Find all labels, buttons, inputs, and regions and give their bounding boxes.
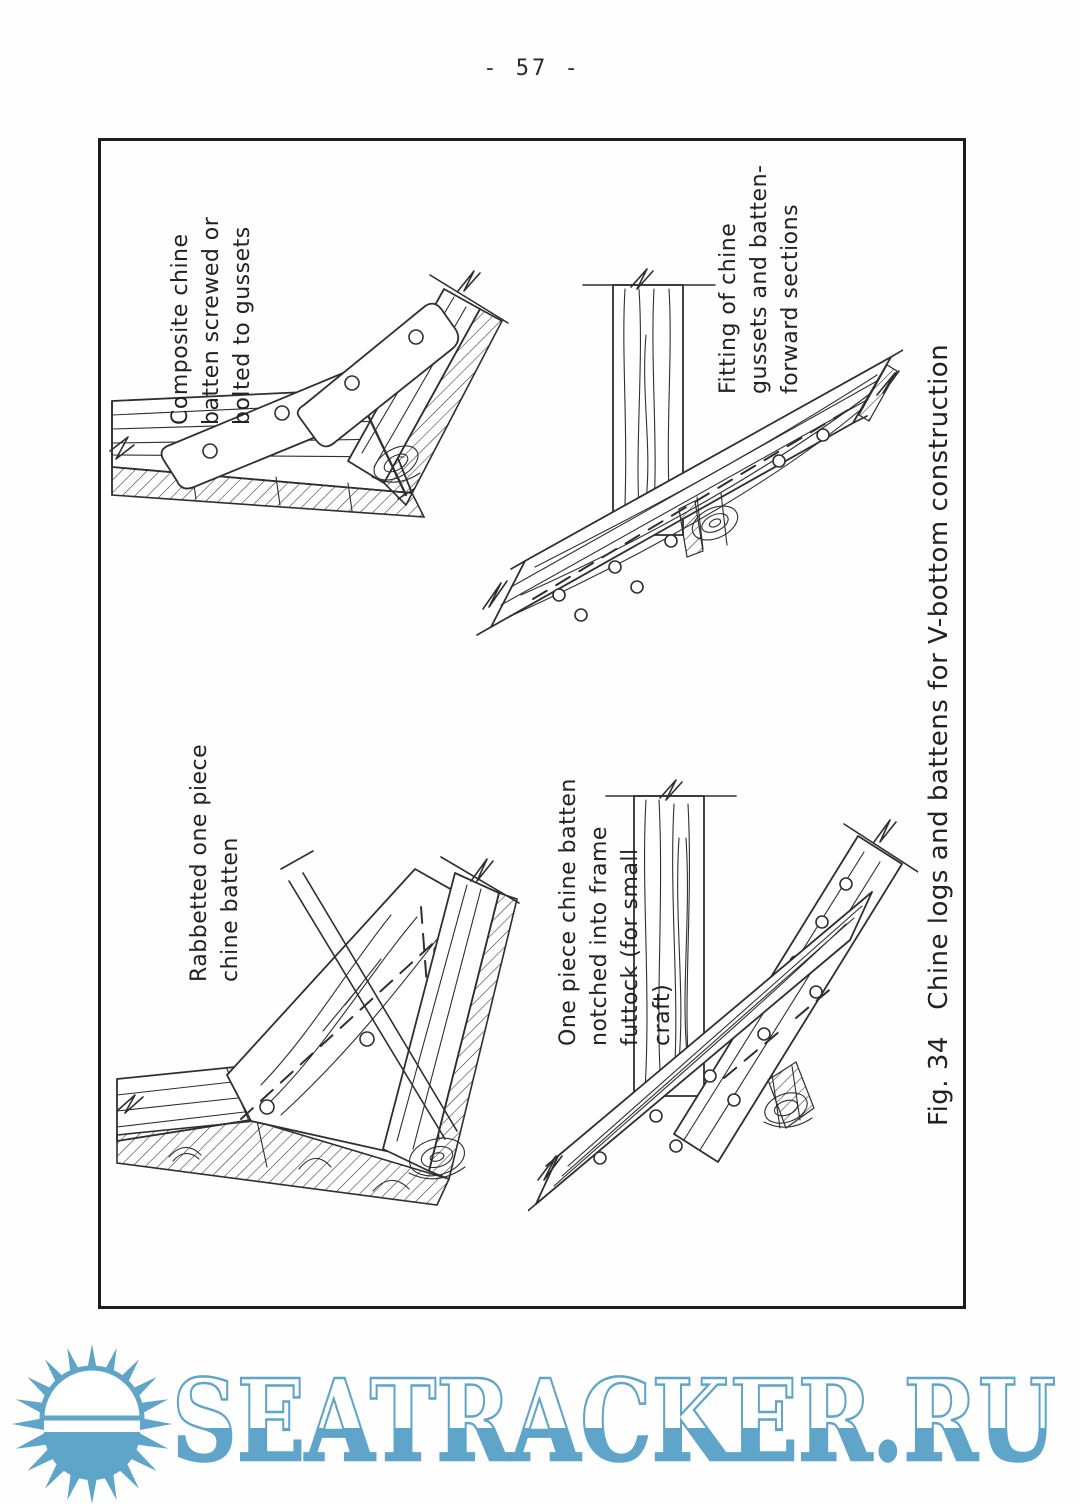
figure-caption: Fig. 34 Chine logs and battens for V-bot… [924, 343, 954, 1126]
sun-lower-half [44, 1432, 140, 1480]
scarf-knot [678, 492, 739, 558]
fastener-hole [839, 877, 853, 891]
knot [371, 445, 421, 483]
drawing-chine-gussets-forward-sections [476, 268, 903, 636]
fastener-hole [359, 1031, 375, 1047]
fastener-hole [772, 454, 786, 468]
fastener-hole [809, 985, 823, 999]
break-mark [470, 858, 494, 882]
break-mark [659, 779, 683, 801]
label-chine-gussets-forward-sections: Fitting of chine gussets and batten- for… [716, 164, 804, 394]
fastener-hole [669, 1139, 683, 1153]
frame-futtock-post [605, 779, 737, 1097]
fastener-hole [593, 1151, 607, 1165]
chine-assembly [490, 356, 892, 628]
watermark-text: SEATRACKER.RU [172, 1356, 1056, 1487]
fastener-hole [630, 580, 644, 594]
label-one-piece-notched: One piece chine batten notched into fram… [556, 778, 675, 1046]
thin-chine-batten [280, 850, 458, 1140]
angled-plank [382, 856, 520, 1181]
break-mark [630, 268, 654, 290]
rabbet-dashed-line [240, 924, 454, 1120]
label-rabbetted-one-piece: Rabbetted one piece chine batten [187, 743, 244, 982]
left-end-break [109, 400, 135, 496]
watermark-graphic: SEATRACKER.RU [12, 1344, 1057, 1504]
fastener-hole [649, 1109, 663, 1123]
fastener-hole [574, 608, 588, 622]
sun-icon [12, 1344, 172, 1504]
member-ends [476, 349, 903, 636]
fastener-hole [664, 534, 678, 548]
fastener-hole [703, 1069, 717, 1083]
chine-batten [528, 891, 873, 1212]
fastener-hole [552, 588, 566, 602]
fastener-hole [608, 560, 622, 574]
notch-dashed-line [723, 985, 835, 1079]
fastening-centerline [532, 406, 854, 600]
drawing-one-piece-chine-batten-notched [528, 779, 918, 1212]
page-number: - 57 - [483, 56, 581, 81]
fastener-hole [816, 428, 830, 442]
screw-hole [202, 443, 218, 459]
sun-dome [39, 1365, 145, 1421]
screw-hole [344, 375, 360, 391]
fastener-hole [727, 1093, 741, 1107]
label-composite-chine-batten: Composite chine batten screwed or bolted… [168, 216, 256, 425]
break-mark [116, 1094, 144, 1114]
screw-hole [274, 405, 290, 421]
figure-frame: Composite chine batten screwed or bolted… [98, 138, 966, 1309]
fastener-hole [815, 915, 829, 929]
break-mark [873, 819, 897, 843]
break-mark [482, 580, 508, 610]
break-mark [457, 270, 481, 292]
fastener-hole [259, 1099, 275, 1115]
screw-hole [408, 329, 424, 345]
planking-section-hatch [116, 1120, 451, 1206]
watermark: SEATRACKER.RU [0, 1336, 1080, 1506]
knot [408, 1137, 466, 1180]
drawing-composite-chine-batten [109, 270, 509, 518]
drawing-rabbetted-one-piece-chine-batten [116, 850, 520, 1206]
gusset-pair [160, 302, 460, 490]
notch-knot [763, 1061, 815, 1129]
break-mark [876, 370, 900, 396]
fastener-hole [757, 1027, 771, 1041]
break-mark [537, 1155, 563, 1181]
